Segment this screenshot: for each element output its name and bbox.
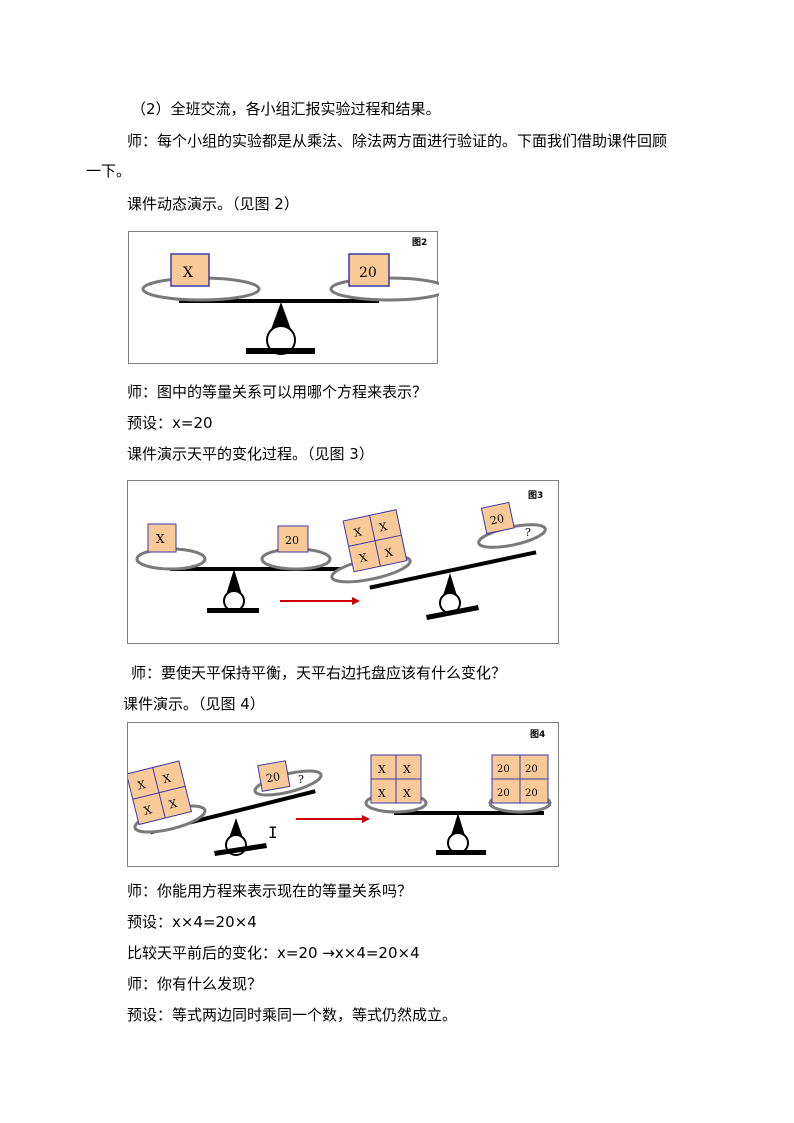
paragraph-7: 师：要使天平保持平衡，天平右边托盘应该有什么变化？	[131, 664, 507, 682]
grid4b-20-4: 20	[525, 788, 538, 799]
fulcrum-2	[442, 573, 458, 599]
transition-arrowhead	[352, 597, 360, 605]
box-20-4a	[257, 760, 291, 792]
box-x-1	[147, 523, 177, 553]
base-2	[426, 605, 479, 620]
balance-base	[246, 348, 315, 354]
grid4a-x-2: X	[161, 772, 172, 787]
grid-x-2: X	[378, 520, 389, 534]
figure-4: 图4 X X X X 20 ? I	[127, 722, 559, 867]
paragraph-1: （2）全班交流，各小组汇报实验过程和结果。	[131, 100, 441, 118]
box-x	[170, 253, 210, 287]
fulcrum-1	[226, 569, 242, 595]
box-20	[348, 253, 390, 287]
grid-x-3: X	[358, 551, 369, 565]
box-x-label: X	[183, 265, 193, 281]
paragraph-10: 预设：x×4=20×4	[127, 913, 257, 931]
paragraph-4: 师：图中的等量关系可以用哪个方程来表示？	[127, 383, 428, 401]
grid4a-x-3: X	[142, 803, 153, 818]
box-20-2	[480, 501, 515, 535]
paragraph-5: 预设：x=20	[127, 414, 213, 432]
grid4a-x-4: X	[168, 797, 179, 812]
transition-arrowhead-4	[362, 815, 370, 823]
figure-3-label: 图3	[528, 490, 543, 501]
grid4b-x-4: X	[403, 787, 411, 800]
paragraph-2: 师：每个小组的实验都是从乘法、除法两方面进行验证的。下面我们借助课件回顾	[127, 132, 668, 150]
question-mark-2: ?	[298, 773, 304, 786]
figure-2-label: 图2	[412, 237, 427, 248]
paragraph-11: 比较天平前后的变化：x=20 →x×4=20×4	[127, 944, 420, 962]
box-20-label: 20	[359, 265, 377, 281]
base-4b	[436, 850, 486, 855]
fulcrum-4b	[450, 813, 466, 839]
paragraph-2-cont: 一下。	[86, 162, 132, 180]
grid4b-20-2: 20	[525, 764, 538, 775]
box-20-1	[277, 525, 309, 553]
box-20-2-label: 20	[489, 512, 505, 528]
box-20-4a-label: 20	[265, 770, 281, 785]
beam-tilted	[369, 550, 537, 590]
grid4b-20-3: 20	[497, 788, 510, 799]
balance-beam	[179, 299, 379, 303]
box-20-1-label: 20	[285, 534, 299, 547]
text-cursor-icon: I	[268, 823, 278, 842]
base-4a	[214, 843, 267, 856]
grid-x-4: X	[383, 545, 394, 559]
figure-2: 图2 X 20	[128, 231, 439, 364]
grid4b-x-2: X	[403, 763, 411, 776]
paragraph-9: 师：你能用方程来表示现在的等量关系吗？	[127, 882, 413, 900]
paragraph-13: 预设：等式两边同时乘同一个数，等式仍然成立。	[127, 1006, 458, 1024]
question-mark-1: ?	[525, 526, 531, 539]
grid4a-x-1: X	[136, 778, 147, 793]
beam-balanced	[170, 567, 340, 571]
grid4b-x-1: X	[378, 763, 386, 776]
paragraph-12: 师：你有什么发现？	[127, 975, 263, 993]
figure-4-label: 图4	[530, 729, 545, 740]
figure-3: 图3 X 20 X X X X 20	[127, 480, 559, 644]
grid4b-20-1: 20	[497, 764, 510, 775]
beam-balanced-4	[394, 811, 544, 815]
paragraph-8: 课件演示。（见图 4）	[123, 695, 265, 713]
paragraph-3: 课件动态演示。（见图 2）	[127, 195, 299, 213]
paragraph-6: 课件演示天平的变化过程。（见图 3）	[127, 445, 374, 463]
base-1	[207, 608, 259, 613]
grid-x-1: X	[353, 525, 364, 539]
box-x-1-label: X	[156, 532, 165, 546]
grid4b-x-3: X	[378, 787, 386, 800]
